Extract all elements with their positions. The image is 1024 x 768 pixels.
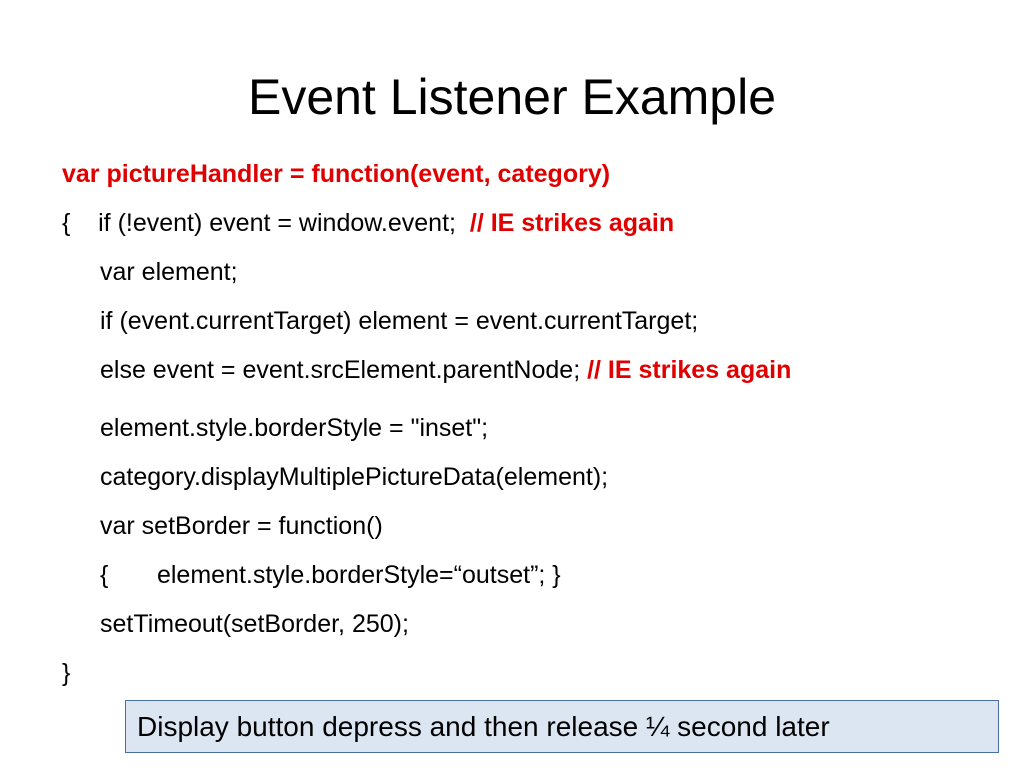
code-line-5-comment: // IE strikes again bbox=[587, 356, 792, 384]
code-line-10: setTimeout(setBorder, 250); bbox=[100, 610, 409, 638]
note-callout: Display button depress and then release … bbox=[125, 700, 999, 753]
code-line-2: { if (!event) event = window.event; // I… bbox=[62, 199, 982, 248]
slide-title: Event Listener Example bbox=[247, 69, 777, 125]
code-line-2-text: { if (!event) event = window.event; bbox=[62, 209, 470, 237]
code-line-9: { element.style.borderStyle=“outset”; } bbox=[100, 561, 561, 589]
code-line-1: var pictureHandler = function(event, cat… bbox=[62, 160, 611, 188]
code-line-5-text: else event = event.srcElement.parentNode… bbox=[100, 356, 588, 384]
code-line-7: category.displayMultiplePictureData(elem… bbox=[100, 463, 609, 491]
code-line-4: if (event.currentTarget) element = event… bbox=[100, 307, 699, 335]
code-block: var pictureHandler = function(event, cat… bbox=[62, 150, 982, 698]
code-line-5: else event = event.srcElement.parentNode… bbox=[62, 346, 982, 395]
code-line-6: element.style.borderStyle = "inset"; bbox=[100, 414, 489, 442]
code-line-2-comment: // IE strikes again bbox=[469, 209, 675, 237]
code-line-8: var setBorder = function() bbox=[100, 512, 383, 540]
code-line-3: var element; bbox=[100, 258, 238, 286]
code-line-11: } bbox=[62, 659, 71, 687]
